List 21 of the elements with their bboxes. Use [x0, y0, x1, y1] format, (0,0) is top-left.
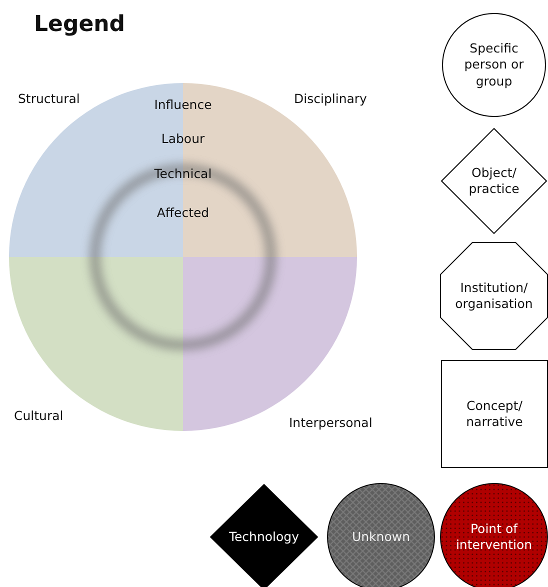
- quadrant-label: Disciplinary: [294, 91, 367, 106]
- ring-label: Affected: [156, 205, 210, 220]
- concept-box: [441, 360, 548, 468]
- node-label: Specific person or group: [463, 40, 525, 90]
- node-label: Institution/ organisation: [454, 280, 534, 312]
- node-label: Point of intervention: [454, 520, 534, 554]
- technology-diamond: [210, 484, 318, 587]
- node-label: Object/ practice: [468, 164, 520, 198]
- node-label: Technology: [228, 528, 300, 546]
- object-diamond: [441, 128, 547, 234]
- node-label: Unknown: [350, 528, 412, 546]
- ring-label: Labour: [161, 131, 205, 146]
- institution-octagon: [440, 242, 548, 350]
- quadrant-label: Structural: [18, 91, 80, 106]
- quadrant-label: Interpersonal: [289, 415, 372, 430]
- ring-label: Influence: [154, 97, 212, 112]
- node-label: Concept/ narrative: [465, 398, 524, 430]
- ring-label: Technical: [154, 166, 212, 181]
- legend-title: Legend: [34, 12, 126, 37]
- person-circle: [442, 13, 546, 117]
- quadrant-label: Cultural: [14, 408, 64, 423]
